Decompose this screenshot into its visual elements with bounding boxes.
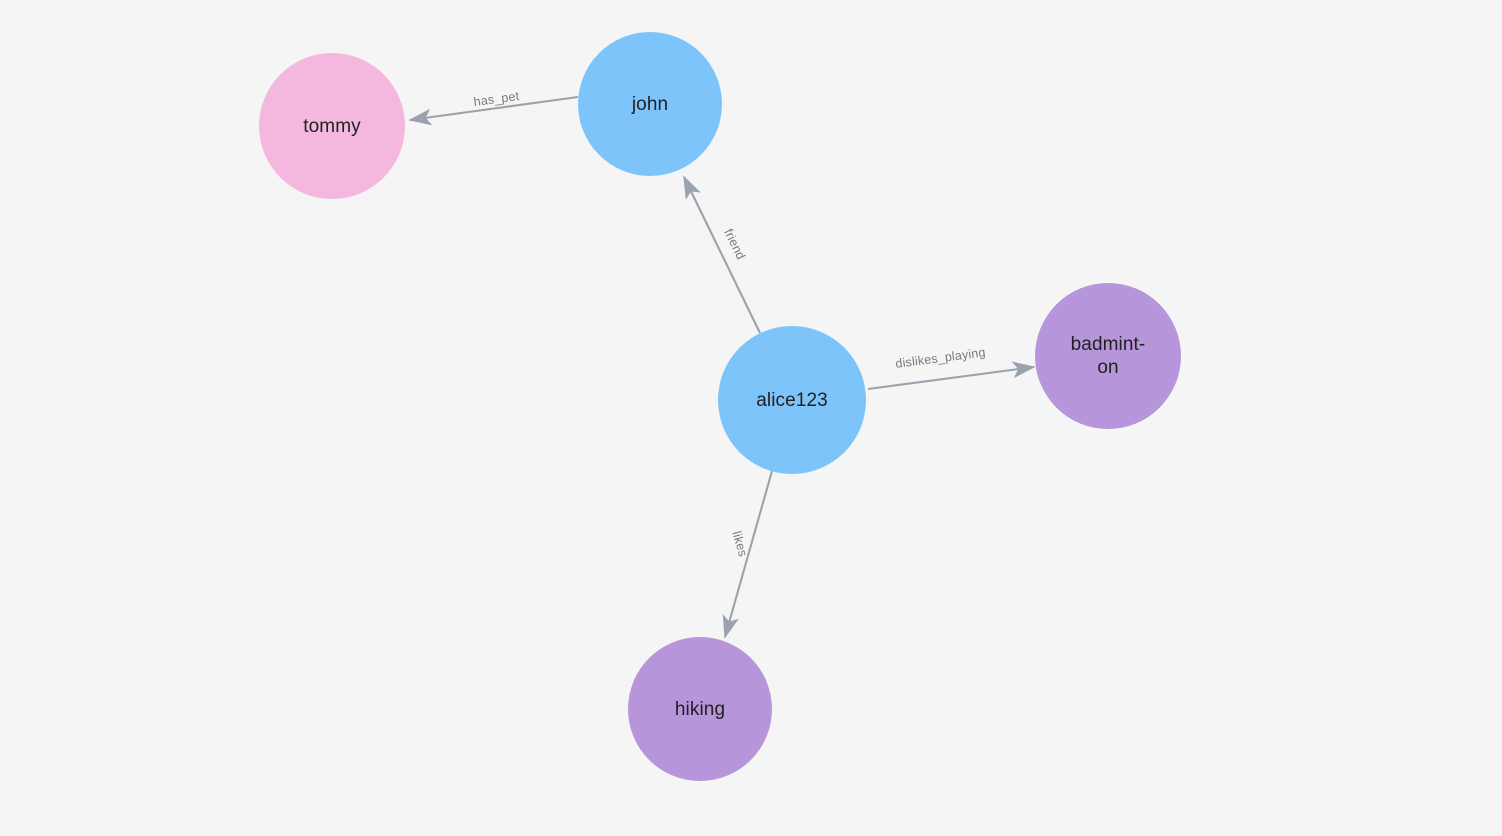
- node-hiking[interactable]: hiking: [628, 637, 772, 781]
- edge-john-tommy[interactable]: has_pet: [408, 89, 579, 126]
- edge-line-has-pet: [408, 95, 579, 126]
- edge-label-likes: likes: [730, 529, 751, 558]
- node-tommy[interactable]: tommy: [259, 53, 405, 199]
- edge-label-friend: friend: [721, 227, 748, 262]
- edge-line-dislikes-playing: [867, 361, 1036, 391]
- node-label-john: john: [631, 93, 669, 115]
- node-alice123[interactable]: alice123: [718, 326, 866, 474]
- node-label-tommy: tommy: [303, 115, 361, 137]
- edge-label-dislikes-playing: dislikes_playing: [895, 345, 987, 371]
- node-label-hiking: hiking: [674, 698, 726, 720]
- edge-alice123-badminton[interactable]: dislikes_playing: [867, 345, 1036, 391]
- edge-alice123-hiking[interactable]: likes: [722, 470, 774, 639]
- edge-alice123-john[interactable]: friend: [683, 175, 761, 334]
- node-john[interactable]: john: [578, 32, 722, 176]
- edge-line-friend: [683, 175, 761, 334]
- edge-line-likes: [722, 470, 774, 639]
- node-badminton[interactable]: badmint- on: [1035, 283, 1181, 429]
- node-label-badminton: badmint- on: [1070, 334, 1146, 378]
- edge-label-has-pet: has_pet: [473, 89, 521, 109]
- node-label-alice123: alice123: [756, 389, 828, 411]
